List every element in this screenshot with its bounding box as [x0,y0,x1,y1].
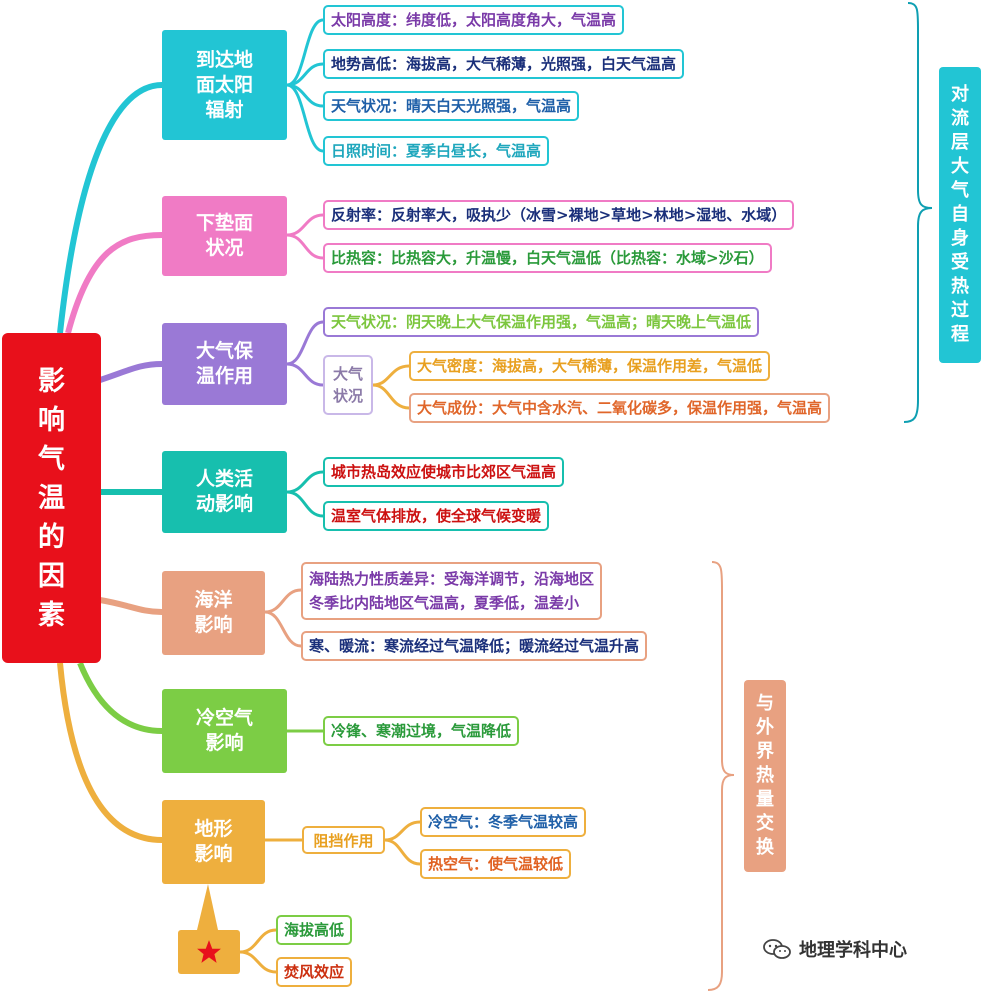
leaf-cold-air-blocked: 冷空气：冬季气温较高 [420,807,587,837]
root-node: 影响气温的因素 [2,333,101,663]
leaf-foehn-effect: 焚风效应 [276,957,353,987]
leaf-specific-heat: 比热容：比热容大，升温慢，白天气温低（比热容：水域>沙石） [323,243,772,273]
leaf-weather: 天气状况：晴天白天光照强，气温高 [323,91,580,121]
category-label: 到达地面太阳辐射 [195,48,253,121]
category-label: 人类活动影响 [195,468,253,515]
leaf-reflectivity: 反射率：反射率大，吸执少（冰雪>裸地>草地>林地>湿地、水域） [323,200,795,230]
category-atmosphere: 大气保温作用 [162,323,287,405]
side-label-external-text: 与外界热量交换 [756,693,774,858]
leaf-altitude: 海拔高低 [276,915,353,945]
leaf-cold-front: 冷锋、寒潮过境，气温降低 [323,716,520,746]
root-label: 影响气温的因素 [38,365,65,631]
leaf-atmosphere-weather: 天气状况：阴天晚上大气保温作用强，气温高；晴天晚上气温低 [323,307,760,337]
category-label: 地形影响 [194,818,233,865]
category-label: 下垫面状况 [195,212,253,259]
category-surface: 下垫面状况 [162,196,287,276]
category-ocean: 海洋影响 [162,571,265,655]
leaf-land-sea-line1: 海陆热力性质差异：受海洋调节，沿海地区 [309,570,595,588]
watermark: 地理学科中心 [763,936,907,962]
category-label: 海洋影响 [194,589,233,636]
category-terrain: 地形影响 [162,800,265,884]
terrain-blocking-node: 阻挡作用 [302,826,385,854]
category-label: 冷空气影响 [195,707,253,754]
category-label: 大气保温作用 [195,340,253,387]
star-icon [197,940,221,963]
atmosphere-condition-node: 大气状况 [323,355,373,415]
side-label-external: 与外界热量交换 [744,680,786,872]
leaf-terrain-height: 地势高低：海拔高，大气稀薄，光照强，白天气温高 [323,49,685,79]
leaf-ocean-currents: 寒、暖流：寒流经过气温降低；暖流经过气温升高 [301,631,648,661]
leaf-hot-air-blocked: 热空气：使气温较低 [420,849,572,879]
wechat-icon [763,939,791,959]
leaf-sunshine-time: 日照时间：夏季白昼长，气温高 [323,136,550,166]
category-solar-radiation: 到达地面太阳辐射 [162,30,287,140]
watermark-text: 地理学科中心 [799,940,907,961]
leaf-solar-altitude: 太阳高度：纬度低，太阳高度角大，气温高 [323,5,625,35]
leaf-land-sea-line2: 冬季比内陆地区气温高，夏季低，温差小 [309,594,580,612]
leaf-greenhouse: 温室气体排放，使全球气候变暖 [323,501,550,531]
atmosphere-condition-label: 大气状况 [332,365,363,405]
side-label-internal: 对流层大气自身受热过程 [939,67,981,363]
category-cold-air: 冷空气影响 [162,689,287,773]
leaf-land-sea-difference: 海陆热力性质差异：受海洋调节，沿海地区 冬季比内陆地区气温高，夏季低，温差小 [301,562,603,620]
leaf-air-composition: 大气成份：大气中含水汽、二氧化碳多，保温作用强，气温高 [409,393,831,423]
category-human: 人类活动影响 [162,451,287,533]
star-callout [178,930,240,974]
leaf-heat-island: 城市热岛效应使城市比郊区气温高 [323,457,565,487]
leaf-air-density: 大气密度：海拔高，大气稀薄，保温作用差，气温低 [409,351,771,381]
side-label-internal-text: 对流层大气自身受热过程 [951,84,969,345]
